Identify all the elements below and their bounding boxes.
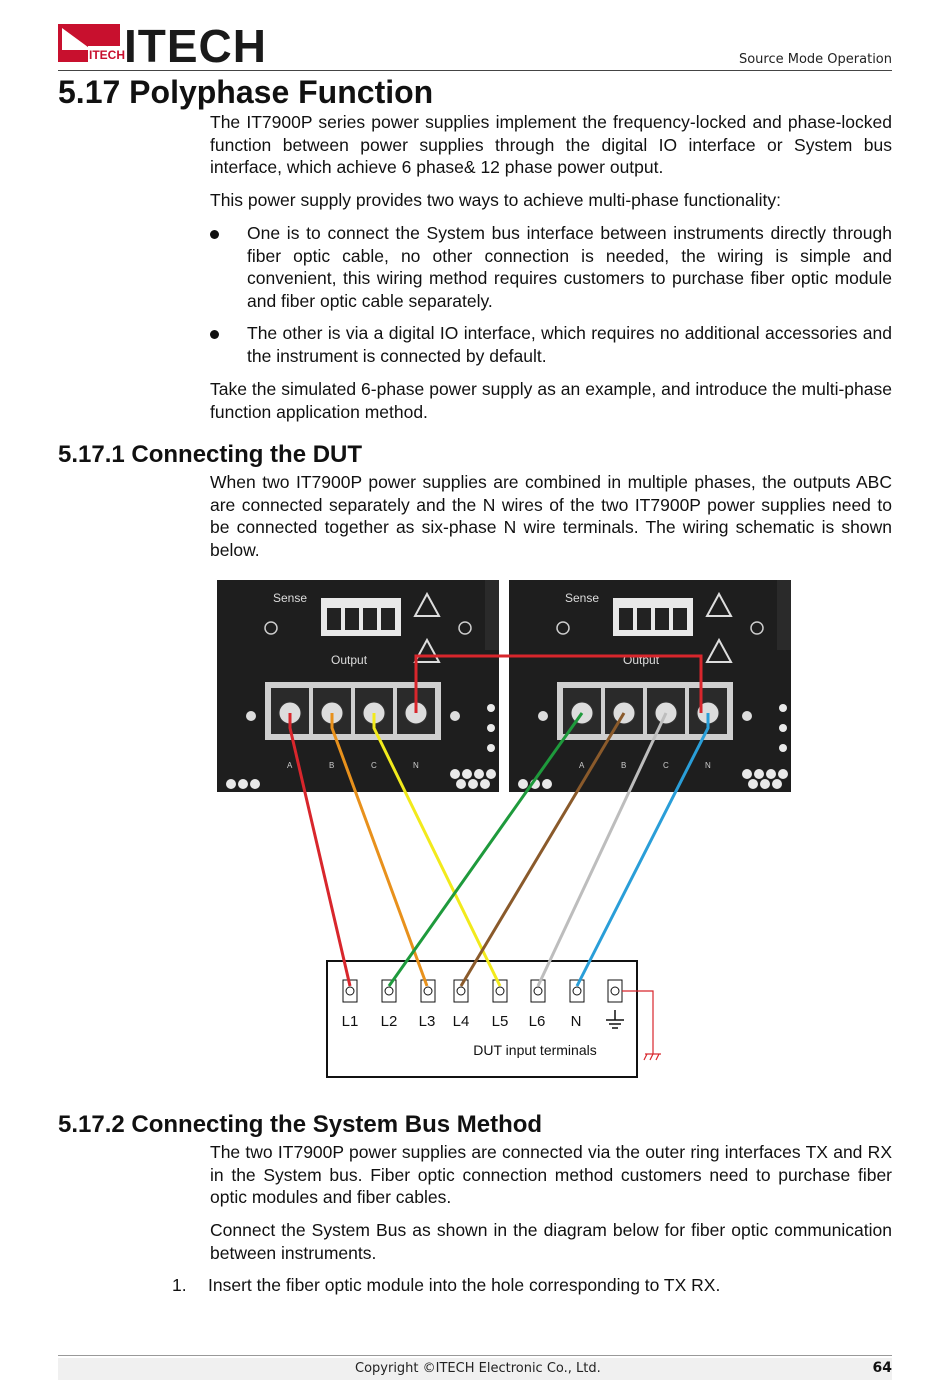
logo-badge-text: ITECH — [89, 48, 125, 62]
dut-terminal-label: L2 — [381, 1013, 398, 1030]
sense-label: Sense — [565, 591, 599, 605]
dut-paragraph: When two IT7900P power supplies are comb… — [210, 472, 892, 560]
dut-terminal-label: L4 — [453, 1013, 470, 1030]
dut-terminal-label: L3 — [419, 1013, 436, 1030]
step-number: 1. — [172, 1275, 187, 1295]
power-supply-panel-right: Sense Output A B C N — [509, 580, 791, 792]
wire-c2-to-l6 — [536, 712, 668, 987]
footer-divider — [58, 1355, 892, 1356]
itech-logo: ITECH ITECH — [58, 22, 267, 64]
bullet-dot-icon — [210, 330, 219, 339]
footer-bar — [58, 1358, 892, 1380]
wire-a2-to-l2 — [387, 712, 584, 987]
connect-paragraph: Connect the System Bus as shown in the d… — [210, 1220, 892, 1263]
logo-text: ITECH — [124, 22, 267, 64]
step-text: Insert the fiber optic module into the h… — [208, 1275, 721, 1295]
bullet-text: The other is via a digital IO interface,… — [247, 323, 892, 366]
wire-b2-to-l4 — [459, 712, 626, 987]
ways-paragraph: This power supply provides two ways to a… — [210, 190, 781, 210]
terminal-label: A — [287, 761, 293, 770]
dut-terminal-label: L5 — [492, 1013, 509, 1030]
terminal-label: C — [663, 761, 669, 770]
example-paragraph: Take the simulated 6-phase power supply … — [210, 379, 892, 422]
intro-paragraph: The IT7900P series power supplies implem… — [210, 112, 892, 177]
dut-caption: DUT input terminals — [473, 1042, 596, 1058]
phase-wires — [288, 712, 710, 987]
ground-wire — [622, 990, 654, 1054]
dut-terminal-label: L6 — [529, 1013, 546, 1030]
terminal-label: C — [371, 761, 377, 770]
terminal-label: B — [329, 761, 334, 770]
wiring-diagram: Sense Output A B C N Sense — [217, 580, 791, 1078]
wire-b1-to-l3 — [330, 713, 429, 987]
terminal-label: A — [579, 761, 585, 770]
terminal-label: N — [413, 761, 419, 770]
dut-terminal-block: L1 L2 L3 L4 L5 L6 N DUT input terminals — [326, 960, 638, 1078]
bullet-dot-icon — [210, 230, 219, 239]
power-supply-panel-left: Sense Output A B C N — [217, 580, 499, 792]
section-title: 5.17 Polyphase Function — [58, 74, 434, 110]
ground-icon — [606, 1010, 624, 1029]
subsection-title-dut: 5.17.1 Connecting the DUT — [58, 441, 363, 468]
earth-ground-icon — [643, 1053, 661, 1061]
footer-copyright: Copyright ©ITECH Electronic Co., Ltd. — [355, 1361, 601, 1376]
step-item: 1. Insert the fiber optic module into th… — [172, 1274, 892, 1297]
dut-terminal-label: L1 — [342, 1013, 359, 1030]
bullet-item: The other is via a digital IO interface,… — [210, 322, 892, 367]
wire-a1-to-l1 — [288, 713, 352, 987]
sense-label: Sense — [273, 591, 307, 605]
bullet-text: One is to connect the System bus interfa… — [247, 223, 892, 311]
output-label: Output — [331, 653, 368, 667]
header-section-label: Source Mode Operation — [738, 52, 892, 67]
wire-n2-to-n — [575, 713, 710, 987]
dut-terminal-label: N — [571, 1013, 582, 1030]
terminal-label: B — [621, 761, 626, 770]
bullet-item: One is to connect the System bus interfa… — [210, 222, 892, 312]
page-header: ITECH ITECH Source Mode Operation — [58, 18, 892, 72]
terminal-label: N — [705, 761, 711, 770]
neutral-link-wire — [414, 654, 703, 713]
header-divider — [58, 70, 892, 71]
system-bus-paragraph: The two IT7900P power supplies are conne… — [210, 1142, 892, 1207]
subsection-title-system-bus: 5.17.2 Connecting the System Bus Method — [58, 1111, 543, 1138]
wire-c1-to-l5 — [372, 713, 502, 987]
page-number: 64 — [872, 1360, 892, 1376]
